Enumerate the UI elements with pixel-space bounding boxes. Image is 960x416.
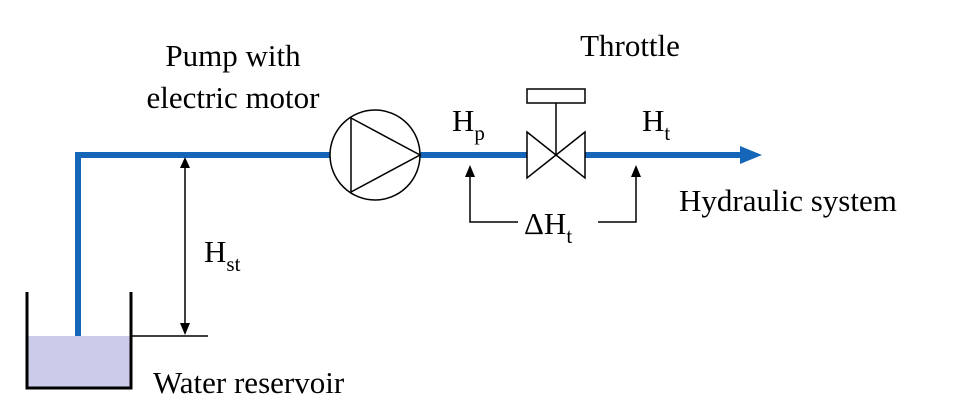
suction-pipe <box>75 152 330 336</box>
hp-main: H <box>452 103 474 138</box>
valve-handle <box>526 88 586 104</box>
bracket-arrow-left <box>465 165 475 177</box>
hp-sub: p <box>474 121 485 145</box>
delta-ht-main: ΔH <box>524 206 566 241</box>
delta-ht-bracket <box>465 165 641 223</box>
throttle-valve <box>526 88 586 180</box>
pump-triangle <box>350 116 422 194</box>
bracket-arrow-right <box>631 165 641 177</box>
delta-ht-sub: t <box>566 224 572 248</box>
hp-symbol: Hp <box>452 103 485 145</box>
pump-symbol <box>329 109 422 201</box>
pump-label-line1: Pump with <box>165 38 301 73</box>
reservoir-walls <box>25 292 133 390</box>
static-head-arrow-down <box>180 323 190 335</box>
water-reservoir-label: Water reservoir <box>153 365 345 400</box>
pump-label-line2: electric motor <box>147 80 321 115</box>
hst-sub: st <box>226 252 240 276</box>
ht-main: H <box>642 103 664 138</box>
throttle-label: Throttle <box>580 28 680 63</box>
ht-sub: t <box>664 121 670 145</box>
valve-triangle-left <box>526 130 558 180</box>
hst-main: H <box>204 234 226 269</box>
bracket-right <box>598 176 637 223</box>
delta-ht-symbol: ΔHt <box>524 206 572 248</box>
static-head-dimension <box>180 157 190 335</box>
bracket-left <box>469 176 518 223</box>
pipe <box>75 146 762 336</box>
ht-symbol: Ht <box>642 103 670 145</box>
reservoir-water <box>27 336 131 388</box>
hst-symbol: Hst <box>204 234 241 276</box>
valve-triangle-right <box>554 130 586 180</box>
flow-arrow-head <box>740 146 762 164</box>
static-head-arrow-up <box>180 157 190 168</box>
hydraulic-system-label: Hydraulic system <box>679 183 897 218</box>
pump-circle <box>329 109 421 201</box>
water-reservoir <box>25 292 133 390</box>
